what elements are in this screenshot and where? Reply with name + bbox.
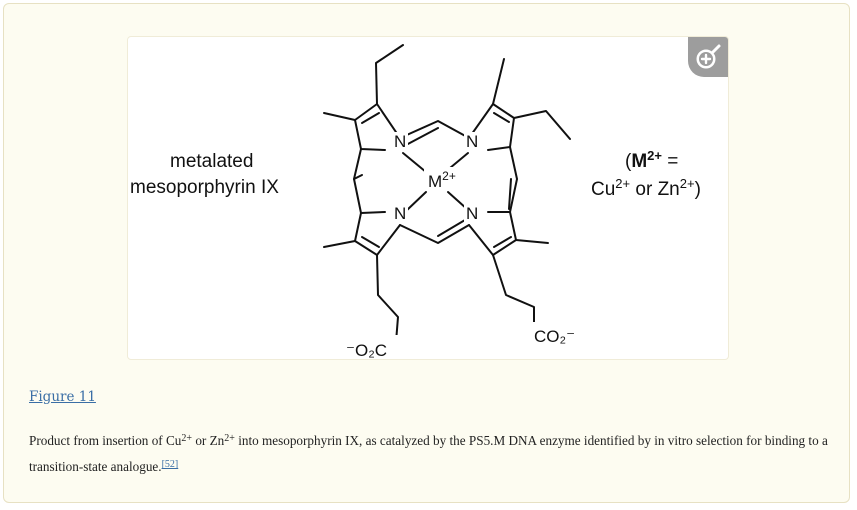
left-label-line1: metalated	[170, 151, 253, 172]
zoom-in-icon	[696, 44, 721, 69]
nitrogen-label: N	[466, 204, 478, 223]
right-label-line1: (M2+ =	[625, 148, 678, 172]
figure-image[interactable]: N N N N M2+ ⁻O₂C CO₂⁻ metalated mesoporp…	[127, 36, 729, 360]
zoom-button[interactable]	[688, 37, 728, 77]
nitrogen-label: N	[466, 132, 478, 151]
figure-caption: Product from insertion of Cu2+ or Zn2+ i…	[29, 433, 828, 474]
reference-link[interactable]: [52]	[161, 459, 179, 470]
right-label-line2: Cu2+ or Zn2+)	[591, 176, 701, 200]
nitrogen-label: N	[394, 132, 406, 151]
porphyrin-structure: N N N N M2+ ⁻O₂C CO₂⁻ metalated mesoporp…	[130, 44, 701, 360]
svg-text:M2+: M2+	[428, 169, 456, 191]
carboxylate-right: CO₂⁻	[534, 327, 575, 346]
carboxylate-left: ⁻O₂C	[346, 341, 387, 360]
left-label-line2: mesoporphyrin IX	[130, 177, 279, 198]
figure-panel: N N N N M2+ ⁻O₂C CO₂⁻ metalated mesoporp…	[3, 3, 850, 503]
nitrogen-label: N	[394, 204, 406, 223]
metal-symbol: M	[428, 172, 442, 191]
figure-link[interactable]: Figure 11	[29, 389, 96, 405]
metal-charge: 2+	[442, 169, 456, 183]
